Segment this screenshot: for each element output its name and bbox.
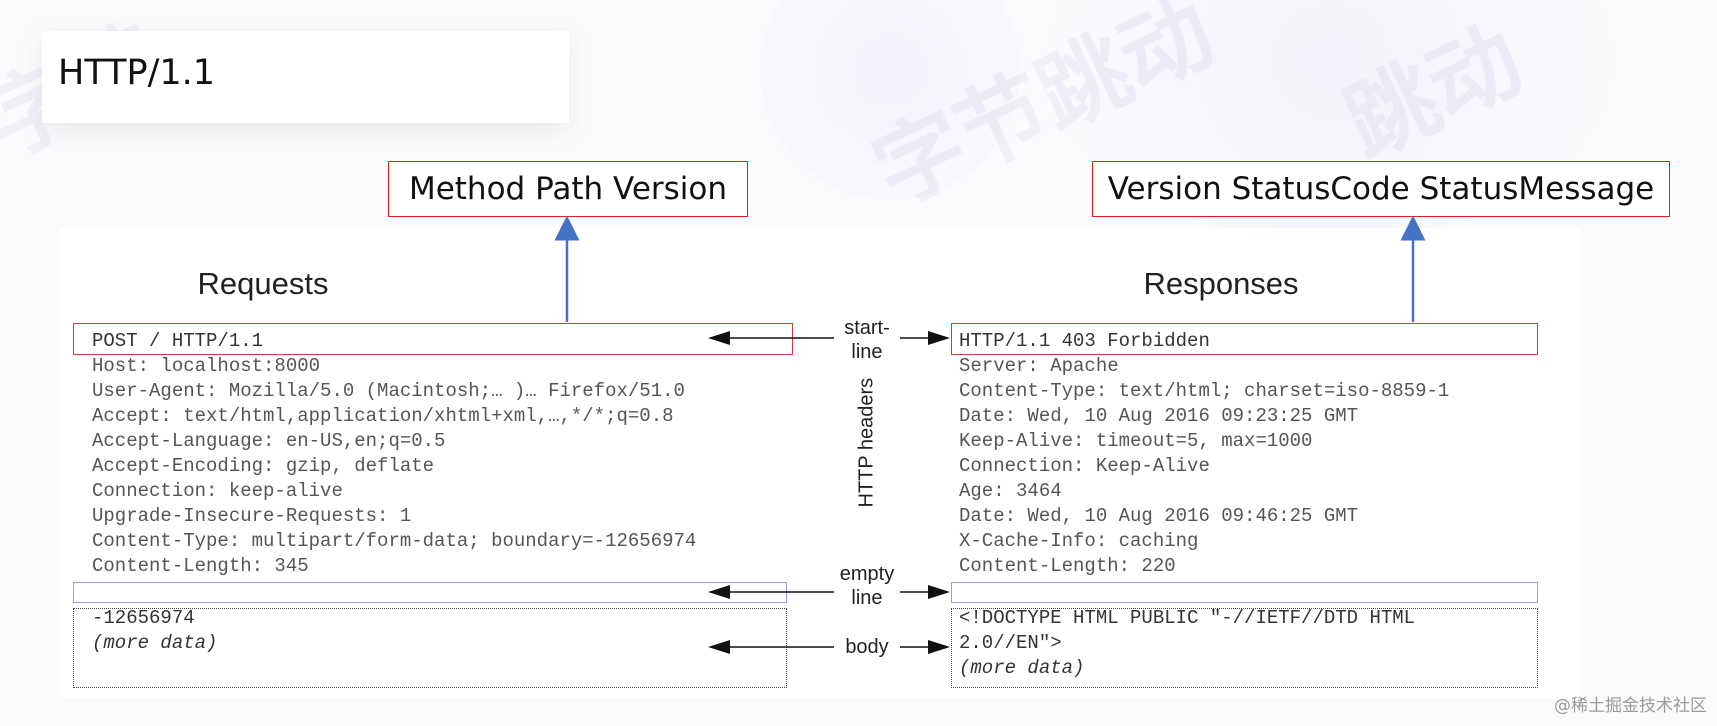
- response-start-line-box: [951, 323, 1538, 355]
- watermark: 跳动: [1329, 7, 1538, 179]
- source-credit: @稀土掘金技术社区: [1554, 696, 1707, 716]
- response-header-keep-alive: Keep-Alive: timeout=5, max=1000: [959, 430, 1313, 452]
- request-body-box: [73, 608, 787, 688]
- response-start-line-callout: Version StatusCode StatusMessage: [1092, 161, 1670, 217]
- request-header-connection: Connection: keep-alive: [92, 480, 343, 502]
- diagram-background: [60, 228, 1580, 698]
- response-header-server: Server: Apache: [959, 355, 1119, 377]
- slide-title: HTTP/1.1: [58, 53, 216, 93]
- response-start-line-callout-text: Version StatusCode StatusMessage: [1107, 171, 1655, 207]
- empty-line-label: empty line: [840, 562, 894, 610]
- request-header-content-length: Content-Length: 345: [92, 555, 309, 577]
- response-header-content-type: Content-Type: text/html; charset=iso-885…: [959, 380, 1450, 402]
- response-body-box: [951, 608, 1538, 688]
- response-header-date-2: Date: Wed, 10 Aug 2016 09:46:25 GMT: [959, 505, 1359, 527]
- response-start-line: HTTP/1.1 403 Forbidden: [959, 330, 1210, 352]
- request-start-line-box: [73, 323, 793, 355]
- response-header-connection: Connection: Keep-Alive: [959, 455, 1210, 477]
- request-start-line-callout: Method Path Version: [388, 161, 748, 217]
- response-empty-line-box: [951, 582, 1538, 603]
- request-start-line-callout-text: Method Path Version: [408, 171, 728, 207]
- body-label: body: [845, 636, 889, 658]
- request-header-host: Host: localhost:8000: [92, 355, 321, 377]
- start-line-label-1: start-: [844, 317, 890, 339]
- slide-title-card: HTTP/1.1: [42, 31, 569, 123]
- responses-heading: Responses: [1143, 266, 1299, 301]
- start-line-label: start- line: [844, 316, 890, 364]
- request-header-accept-language: Accept-Language: en-US,en;q=0.5: [92, 430, 446, 452]
- requests-heading: Requests: [197, 266, 329, 301]
- request-header-user-agent: User-Agent: Mozilla/5.0 (Macintosh;… )… …: [92, 380, 685, 402]
- request-body-more: (more data): [92, 632, 218, 654]
- request-header-accept-encoding: Accept-Encoding: gzip, deflate: [92, 455, 435, 477]
- request-empty-line-box: [73, 582, 787, 603]
- response-body-line-2: 2.0//EN">: [959, 632, 1062, 654]
- http-headers-label: HTTP headers: [855, 377, 878, 508]
- response-header-x-cache-info: X-Cache-Info: caching: [959, 530, 1199, 552]
- empty-line-label-1: empty: [839, 563, 895, 585]
- background-decoration: [760, 0, 1020, 200]
- request-header-content-type: Content-Type: multipart/form-data; bound…: [92, 530, 697, 552]
- response-header-age: Age: 3464: [959, 480, 1062, 502]
- request-body-line: -12656974: [92, 607, 195, 629]
- response-body-line-1: <!DOCTYPE HTML PUBLIC "-//IETF//DTD HTML: [959, 607, 1416, 629]
- response-header-date: Date: Wed, 10 Aug 2016 09:23:25 GMT: [959, 405, 1359, 427]
- response-body-more: (more data): [959, 657, 1085, 679]
- empty-line-label-2: line: [851, 587, 883, 609]
- request-start-line: POST / HTTP/1.1: [92, 330, 264, 352]
- request-header-upgrade-insecure: Upgrade-Insecure-Requests: 1: [92, 505, 412, 527]
- response-header-content-length: Content-Length: 220: [959, 555, 1176, 577]
- start-line-label-2: line: [851, 341, 883, 363]
- request-header-accept: Accept: text/html,application/xhtml+xml,…: [92, 405, 674, 427]
